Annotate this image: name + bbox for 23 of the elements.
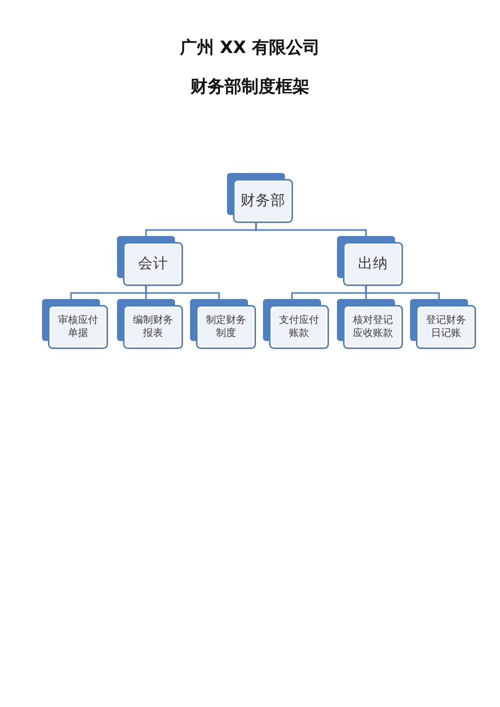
subtitle: 财务部制度框架 — [190, 77, 310, 97]
title: 广州 XX 有限公司 — [180, 38, 320, 58]
org-box — [190, 299, 256, 349]
box-label: 制定财务制度 — [205, 314, 247, 340]
org-box — [227, 173, 293, 223]
org-box — [337, 299, 403, 349]
connector-line — [365, 286, 440, 299]
org-box — [117, 236, 183, 286]
box-label: 财务部 — [240, 192, 286, 211]
box-label: 支付应付账款 — [278, 314, 320, 340]
box-label: 编制财务报表 — [132, 314, 174, 340]
box-label: 核对登记应收账款 — [352, 314, 394, 340]
connector-line — [255, 223, 367, 236]
box-label: 出纳 — [358, 255, 388, 274]
box-label: 登记财务日记账 — [425, 314, 467, 340]
org-box — [42, 299, 108, 349]
org-box — [263, 299, 329, 349]
connector-line — [145, 286, 220, 299]
box-label: 审核应付单据 — [57, 314, 99, 340]
box-label: 会计 — [138, 255, 168, 274]
org-box — [117, 299, 183, 349]
org-box — [410, 299, 476, 349]
org-box — [337, 236, 403, 286]
